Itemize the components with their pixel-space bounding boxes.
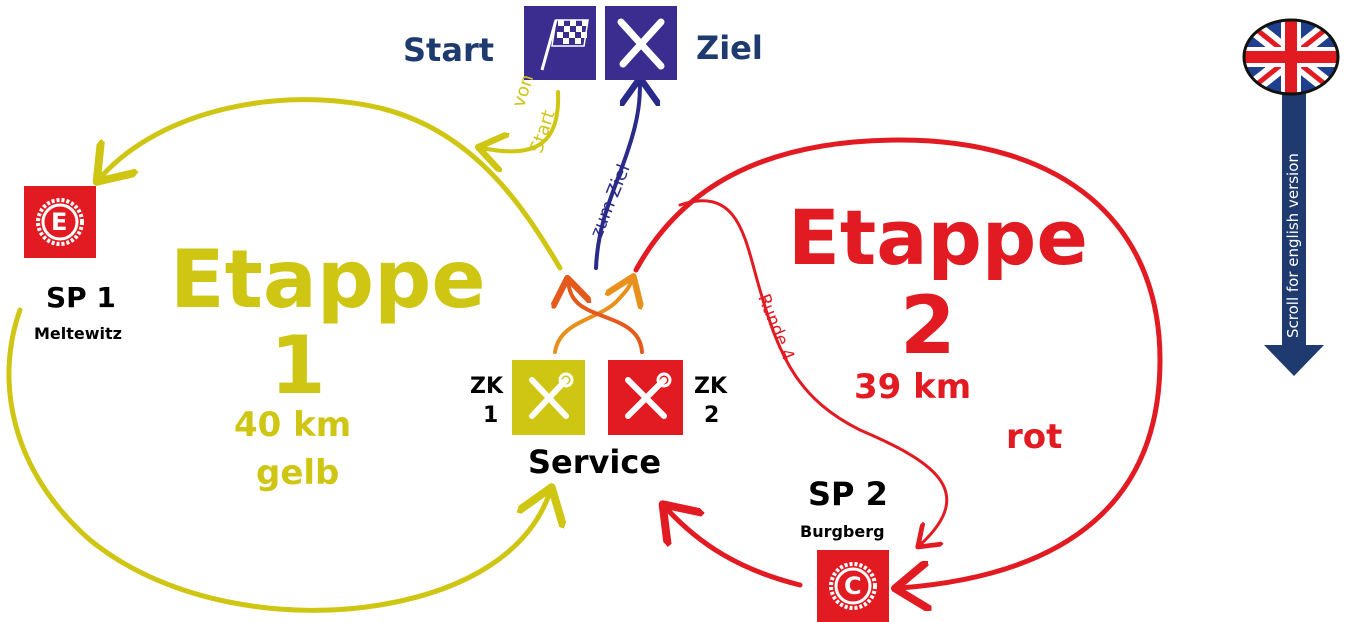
service-zk1-tools-icon bbox=[512, 360, 585, 435]
stage1-route-to-service bbox=[6, 307, 550, 613]
tools-icon bbox=[605, 6, 677, 80]
stage2-route-round4 bbox=[678, 199, 949, 545]
zk2-label-line2: 2 bbox=[704, 403, 720, 428]
service-label: Service bbox=[528, 443, 662, 481]
zk1-label-line1: ZK bbox=[470, 374, 503, 399]
stage2-color-name: rot bbox=[1006, 417, 1063, 457]
service-cross-orange bbox=[553, 280, 632, 354]
stage2-route-to-service bbox=[666, 508, 803, 588]
sp2-label: SP 2 bbox=[808, 475, 888, 513]
sp1-place: Meltewitz bbox=[34, 324, 122, 343]
from-start-route bbox=[482, 90, 561, 151]
stage1-distance: 40 km bbox=[234, 405, 352, 445]
stage2-distance: 39 km bbox=[854, 367, 972, 407]
stage1-title: Etappe bbox=[170, 233, 486, 326]
to-finish-route bbox=[594, 82, 640, 270]
zk1-label-line2: 1 bbox=[483, 403, 499, 428]
start-label: Start bbox=[403, 31, 495, 69]
service-cross-orange-red bbox=[568, 282, 644, 354]
zk2-label-line1: ZK bbox=[694, 374, 727, 399]
stage-c-letter: C bbox=[844, 572, 862, 600]
scroll-arrow-shaft bbox=[1282, 90, 1306, 345]
service-zk2-tools-icon bbox=[608, 360, 683, 435]
stage1-number: 1 bbox=[270, 319, 326, 412]
stage1-color-name: gelb bbox=[256, 453, 340, 493]
stage-e-icon: E bbox=[24, 186, 96, 258]
stage1-route-to-sp1 bbox=[100, 97, 563, 271]
sp2-place: Burgberg bbox=[800, 522, 885, 541]
scroll-arrow-head bbox=[1264, 345, 1324, 376]
stage-c-icon: C bbox=[817, 550, 889, 622]
stage2-title: Etappe bbox=[788, 193, 1088, 282]
stage2-number: 2 bbox=[900, 279, 956, 372]
scroll-english-link[interactable]: Scroll for english version bbox=[1284, 153, 1302, 338]
checkered-flag-icon bbox=[524, 6, 596, 80]
uk-flag-icon[interactable] bbox=[1242, 18, 1340, 96]
sp1-label: SP 1 bbox=[46, 281, 116, 314]
finish-label: Ziel bbox=[696, 29, 763, 67]
stage-e-letter: E bbox=[51, 208, 68, 236]
stage2-route-outer bbox=[633, 137, 1163, 588]
